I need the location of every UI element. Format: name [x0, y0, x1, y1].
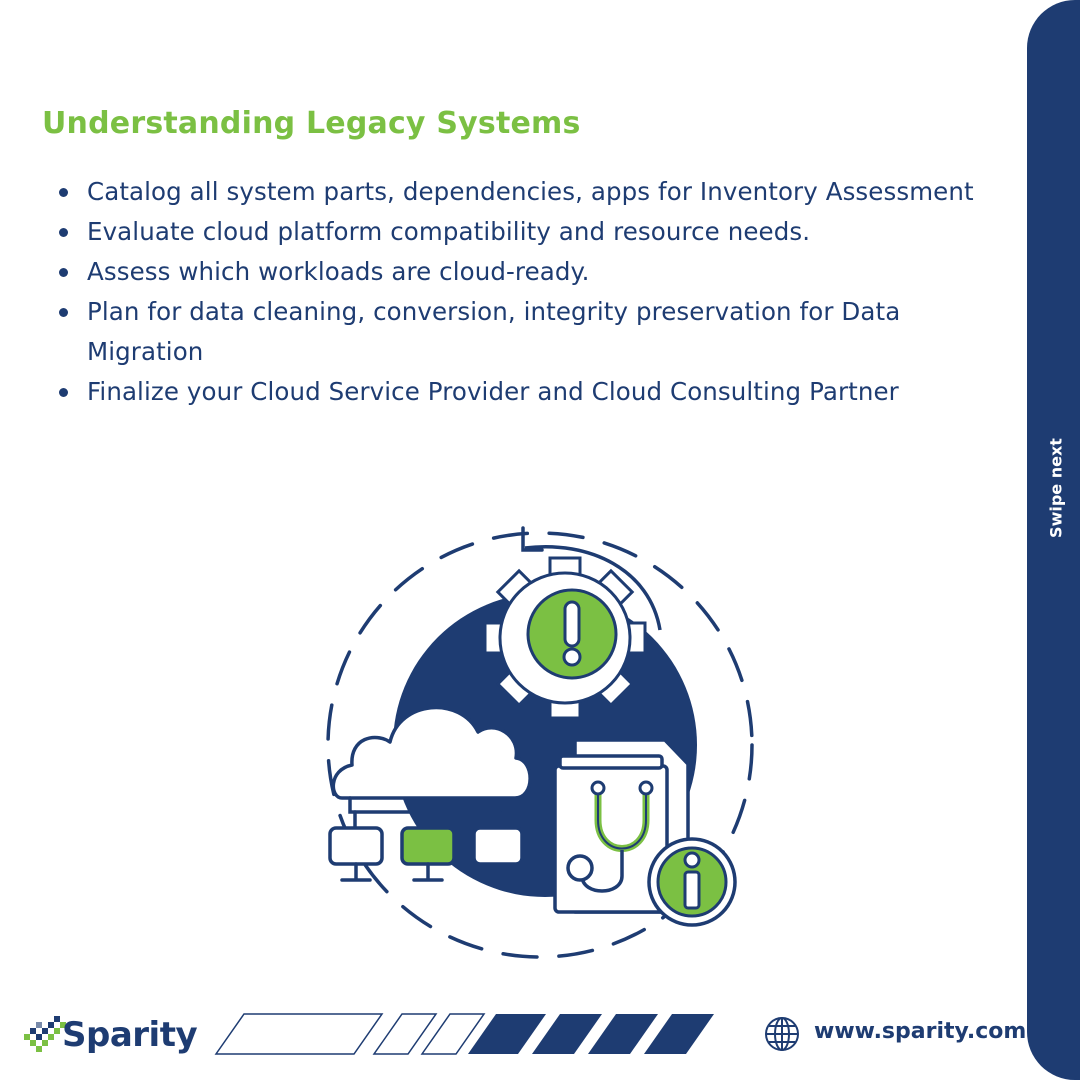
network-devices-icon	[328, 796, 524, 882]
sparity-check-logo-icon	[24, 1016, 66, 1052]
bullet-item: Plan for data cleaning, conversion, inte…	[58, 292, 1008, 372]
gear-warning-icon	[483, 556, 647, 720]
stethoscope-document-icon	[553, 738, 690, 914]
page-title: Understanding Legacy Systems	[42, 106, 581, 141]
bullet-item: Finalize your Cloud Service Provider and…	[58, 372, 1008, 412]
globe-icon	[765, 1017, 799, 1051]
bullet-list: Catalog all system parts, dependencies, …	[58, 172, 1008, 412]
cloud-icon	[331, 705, 532, 800]
bullet-item: Evaluate cloud platform compatibility an…	[58, 212, 1008, 252]
dashed-orbit	[326, 531, 754, 959]
info-icon	[647, 837, 737, 927]
swipe-next-label[interactable]: Swipe next	[1046, 438, 1066, 538]
brand-name: Sparity	[62, 1015, 198, 1055]
progress-stripes	[214, 1013, 714, 1055]
legacy-systems-illustration	[326, 526, 754, 959]
swipe-next-tab[interactable]	[1027, 0, 1080, 1080]
bullet-item: Assess which workloads are cloud-ready.	[58, 252, 1008, 292]
website-link[interactable]: www.sparity.com	[814, 1019, 1027, 1044]
bullet-item: Catalog all system parts, dependencies, …	[58, 172, 1008, 212]
